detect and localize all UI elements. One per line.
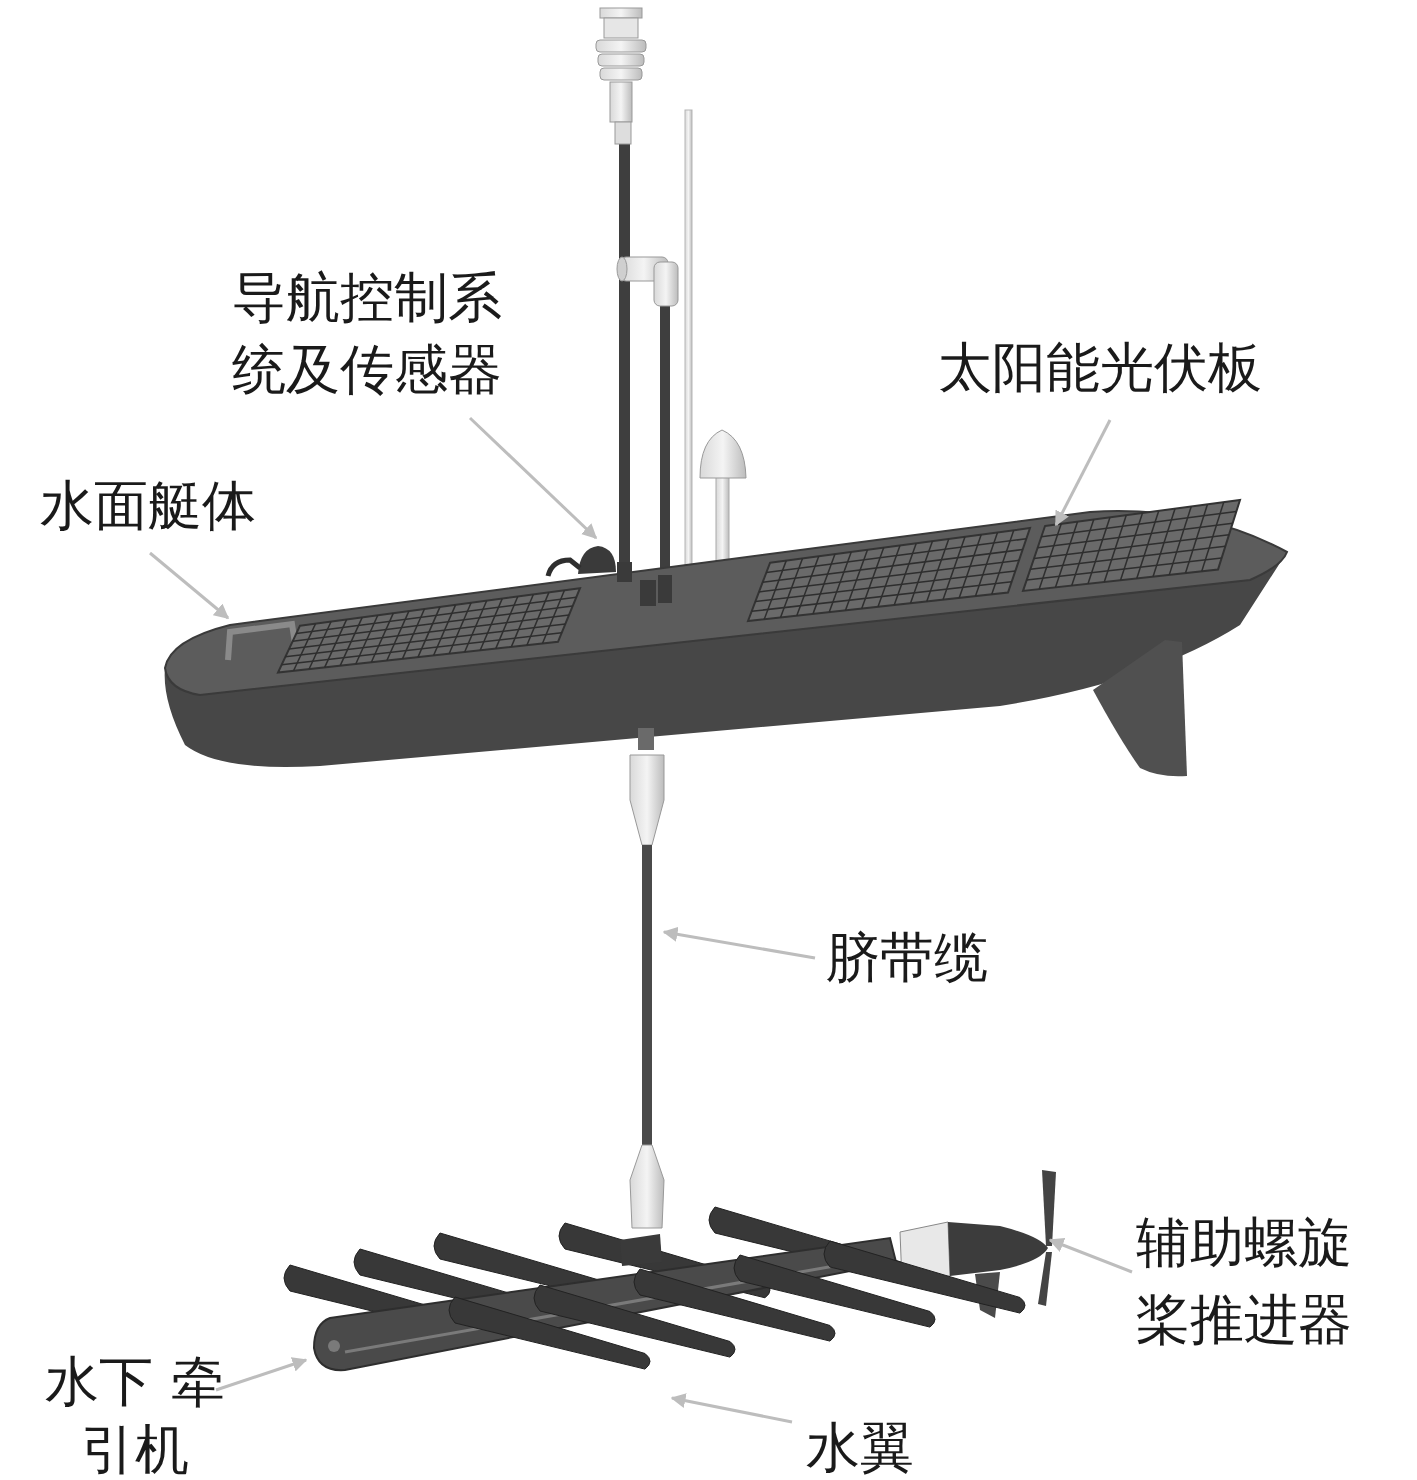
antenna [685,110,692,630]
mast [660,290,670,580]
umbilical-cable [630,728,664,1228]
frame-slot [345,1258,880,1352]
tractor-frame [314,1238,896,1370]
hydrofoils [449,1241,1025,1369]
weather-station [596,8,646,144]
part-label: 脐带缆 [826,926,1026,990]
nav-dome [578,546,616,574]
elbow-fitting [617,257,678,306]
solar-panels [278,500,1240,672]
deck [165,511,1287,695]
leader-lines [150,418,1132,1422]
part-label: 水翼 [806,1416,946,1480]
part-label: 太阳能光伏板 [938,336,1318,400]
handle [548,560,580,576]
keel-fin [1093,640,1187,776]
part-label: 辅助螺旋 桨推进器 [1136,1204,1398,1358]
part-label: 水下 牵引机 [40,1348,230,1480]
part-label: 水面艇体 [40,474,300,538]
part-label: 导航控制系 统及传感器 [232,262,532,406]
mast [619,140,630,570]
